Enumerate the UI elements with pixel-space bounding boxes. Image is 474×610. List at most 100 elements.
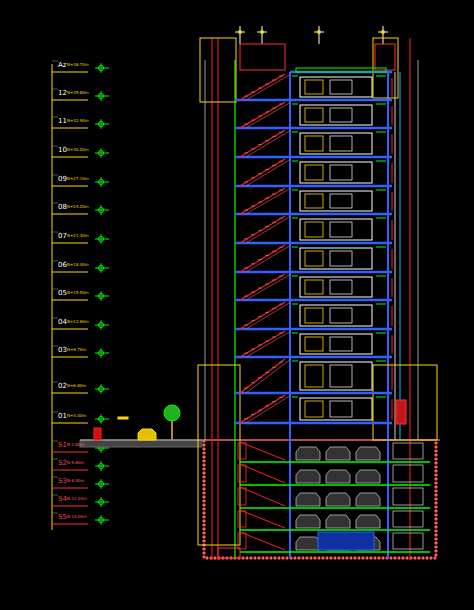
beam	[376, 161, 386, 162]
axis-marker	[260, 30, 264, 34]
red-sign	[94, 428, 101, 440]
level-tick	[52, 214, 88, 215]
service-room	[393, 533, 423, 549]
furniture	[330, 280, 352, 294]
window	[392, 249, 393, 269]
stair-step	[265, 169, 269, 170]
furniture	[330, 165, 352, 180]
level-tick	[52, 243, 88, 244]
level-tick	[52, 506, 88, 507]
basement-slab	[240, 529, 430, 531]
level-number: 12	[58, 90, 67, 97]
level-elevation: N+21.30m	[67, 234, 89, 238]
floor-slab	[235, 328, 392, 331]
level-marker	[95, 239, 109, 240]
parked-car	[356, 515, 380, 528]
stair-flight	[246, 102, 291, 128]
stair-step	[272, 308, 276, 309]
service-room	[393, 465, 423, 482]
stair-step	[272, 280, 276, 281]
level-tick	[52, 100, 88, 101]
level-elevation: N+9.70m	[67, 348, 86, 352]
stair-step	[258, 288, 262, 289]
beam	[376, 218, 386, 219]
stair-step	[244, 152, 248, 153]
stair-flight	[246, 130, 291, 157]
detail-frame	[198, 365, 240, 545]
level-marker	[95, 210, 109, 211]
level-elevation: N+18.40m	[67, 263, 89, 267]
level-tick	[52, 357, 88, 358]
level-elevation: N+6.80m	[67, 384, 86, 388]
stair-step	[265, 84, 269, 85]
level-elevation: N+38.70m	[67, 63, 89, 67]
beam	[292, 104, 298, 105]
detail-frame	[200, 38, 236, 102]
level-elevation: N+15.50m	[67, 291, 89, 295]
car	[138, 429, 156, 440]
parked-car	[326, 515, 350, 528]
stair-step	[244, 210, 248, 211]
level-tick	[52, 72, 88, 73]
window	[392, 192, 393, 211]
stair-step	[265, 255, 269, 256]
level-elevation: N+24.20m	[67, 205, 89, 209]
parked-car	[356, 447, 380, 460]
level-number: 11	[58, 118, 67, 125]
level-tick	[52, 272, 88, 273]
parked-car	[356, 470, 380, 483]
service-room	[393, 443, 423, 459]
level-number: 05	[58, 290, 67, 297]
stair-step	[272, 251, 276, 252]
stair-flight	[240, 74, 285, 100]
level-tick	[52, 89, 58, 90]
level-marker	[101, 291, 102, 301]
floor-slab	[235, 271, 392, 274]
apartment	[300, 162, 372, 183]
axis-marker	[240, 26, 241, 44]
axis-line	[418, 60, 419, 440]
parked-car	[296, 537, 320, 550]
stair-step	[279, 362, 283, 363]
axis-line	[212, 38, 213, 560]
window	[392, 363, 393, 390]
stair-step	[251, 320, 255, 321]
apartment	[300, 334, 372, 354]
level-tick	[52, 477, 58, 478]
level-elevation: N-8.40m	[67, 479, 84, 483]
level-tick	[52, 441, 58, 442]
furniture	[305, 365, 323, 387]
level-marker	[95, 448, 109, 449]
apartment	[300, 248, 372, 269]
stair-step	[258, 202, 262, 203]
service-room	[393, 488, 423, 505]
furniture	[330, 401, 352, 417]
level-elevation: N+27.10m	[67, 177, 89, 181]
level-tick	[52, 128, 88, 129]
stair-step	[265, 341, 269, 342]
level-marker	[101, 461, 102, 471]
level-number: S3	[58, 478, 67, 485]
apartment	[300, 105, 372, 125]
level-tick	[52, 318, 58, 319]
basement-slab	[240, 551, 430, 553]
apartment	[300, 305, 372, 326]
stair-step	[244, 267, 248, 268]
stair-step	[272, 136, 276, 137]
stair-flight	[246, 359, 291, 393]
basement-slab	[240, 507, 430, 509]
level-marker	[101, 205, 102, 215]
stair-step	[279, 397, 283, 398]
stair-step	[244, 96, 248, 97]
level-tick	[52, 300, 88, 301]
stair-flight	[246, 188, 291, 214]
beam	[292, 304, 298, 305]
level-elevation: N+3.00m	[67, 414, 86, 418]
furniture	[305, 136, 323, 151]
axis-marker	[319, 26, 320, 44]
window	[392, 278, 393, 297]
beam	[292, 132, 298, 133]
stair-flight	[246, 331, 291, 357]
ramp	[240, 464, 285, 483]
stair-flight	[246, 245, 291, 272]
